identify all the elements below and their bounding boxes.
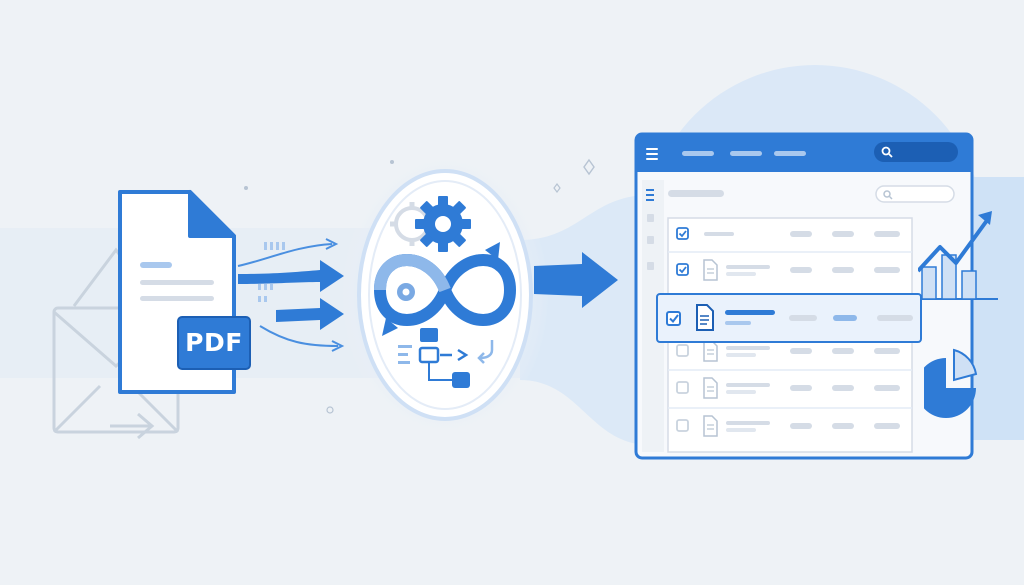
- search-icon: [883, 190, 891, 198]
- sparkle-dot-1: [244, 186, 248, 190]
- input-arrows: [237, 238, 345, 352]
- file-icon: [703, 259, 718, 281]
- sparkle-dot-2: [326, 406, 334, 414]
- table-row[interactable]: [668, 369, 912, 399]
- table-row[interactable]: [668, 251, 912, 281]
- gear-icon: [415, 196, 471, 252]
- checkbox-icon[interactable]: [666, 311, 681, 326]
- table-row[interactable]: [668, 407, 912, 437]
- output-arrows: [534, 252, 618, 308]
- sparkle-diamond-2: [553, 183, 561, 193]
- file-icon: [703, 415, 718, 437]
- checkbox-icon[interactable]: [676, 344, 689, 357]
- processing-hub: [341, 153, 549, 437]
- data-table: [668, 227, 912, 437]
- checkbox-icon[interactable]: [676, 227, 689, 240]
- flowchart-icon: [398, 328, 494, 388]
- page-title-placeholder: [668, 190, 724, 197]
- checkbox-icon[interactable]: [676, 419, 689, 432]
- bar-chart-icon: [918, 211, 998, 300]
- nav-item-3[interactable]: [774, 151, 806, 156]
- header-search-input[interactable]: [874, 142, 958, 162]
- infinity-loop-icon: [374, 242, 516, 336]
- search-icon: [881, 146, 891, 156]
- sparkle-dot-3: [390, 160, 394, 164]
- flow-stream: [520, 195, 650, 445]
- menu-icon[interactable]: [646, 148, 658, 160]
- pie-chart-icon: [924, 348, 978, 418]
- sparkle-diamond-1: [583, 158, 595, 176]
- nav-item-1[interactable]: [682, 151, 714, 156]
- sidebar-menu-icon[interactable]: [646, 189, 654, 201]
- nav-item-2[interactable]: [730, 151, 762, 156]
- file-icon: [703, 377, 718, 399]
- checkbox-icon[interactable]: [676, 381, 689, 394]
- table-row[interactable]: [676, 227, 900, 240]
- trend-arrow-icon: [918, 211, 992, 273]
- page-search-input[interactable]: [875, 185, 955, 203]
- file-icon: [696, 304, 714, 331]
- pdf-badge: PDF: [177, 316, 251, 370]
- highlighted-row[interactable]: [655, 292, 923, 346]
- checkbox-icon[interactable]: [676, 263, 689, 276]
